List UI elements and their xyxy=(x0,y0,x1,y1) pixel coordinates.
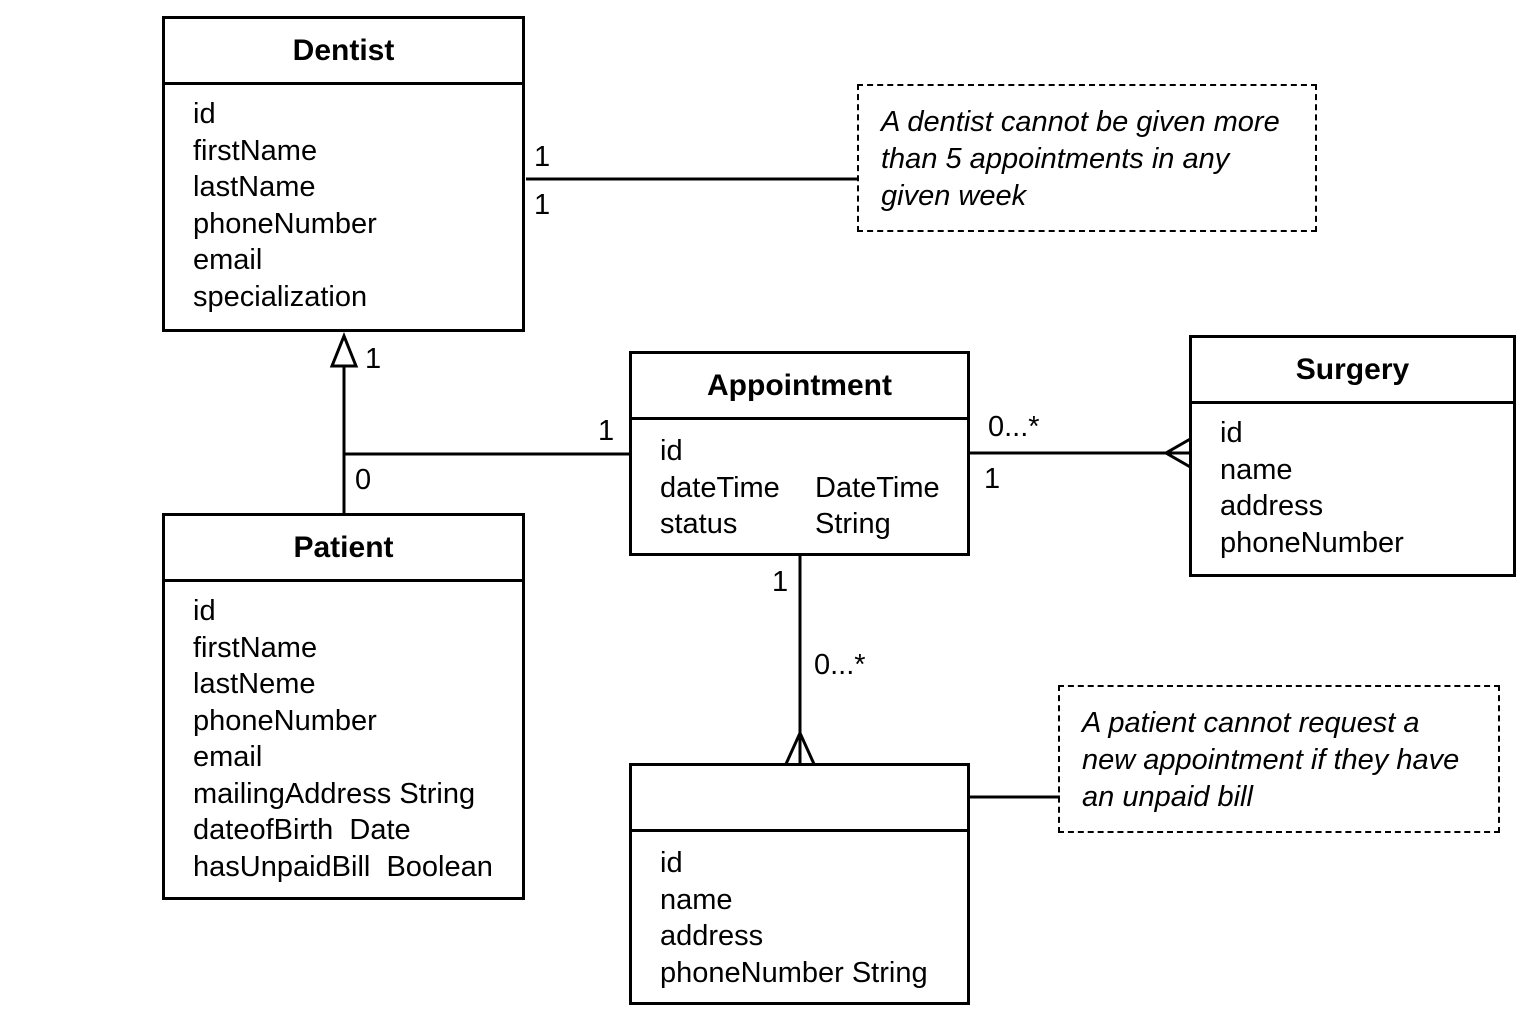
unnamed-class-attributes: id name address phoneNumber String xyxy=(632,832,967,991)
attribute: id xyxy=(1220,417,1243,449)
attribute-type: DateTime xyxy=(815,471,940,504)
patient-class[interactable]: Patient id firstName lastNeme phoneNumbe… xyxy=(162,513,525,900)
patient-attributes: id firstName lastNeme phoneNumber email … xyxy=(165,582,522,885)
attribute: email xyxy=(193,741,263,773)
multiplicity-label: 0...* xyxy=(988,411,1040,443)
multiplicity-label: 1 xyxy=(365,343,382,375)
attribute-name: dateTime xyxy=(660,471,780,504)
unnamed-class[interactable]: id name address phoneNumber String xyxy=(629,763,970,1005)
dentist-class-title: Dentist xyxy=(165,19,522,85)
attribute: dateofBirth Date xyxy=(193,814,411,846)
inheritance-triangle xyxy=(329,331,359,368)
multiplicity-label: 1 xyxy=(772,566,789,598)
attribute-type xyxy=(815,433,967,470)
attribute: lastNeme xyxy=(193,668,316,700)
attribute: id xyxy=(193,98,216,130)
attribute: firstName xyxy=(193,631,318,664)
attribute-name: status xyxy=(660,508,738,540)
multiplicity-label: 1 xyxy=(534,189,551,221)
multiplicity-label: 1 xyxy=(598,415,615,447)
attribute: phoneNumber xyxy=(193,704,377,737)
surgery-class[interactable]: Surgery id name address phoneNumber xyxy=(1189,335,1516,577)
multiplicity-label: 1 xyxy=(984,463,1001,495)
surgery-class-title: Surgery xyxy=(1192,338,1513,404)
appointment-class[interactable]: Appointment id dateTime DateTime status … xyxy=(629,351,970,556)
patient-constraint-note[interactable]: A patient cannot request a new appointme… xyxy=(1058,685,1500,833)
attribute: name xyxy=(1220,453,1293,486)
attribute: hasUnpaidBill Boolean xyxy=(193,850,493,883)
attribute: phoneNumber xyxy=(193,207,377,240)
attribute: name xyxy=(660,883,733,916)
appointment-class-title: Appointment xyxy=(632,354,967,420)
note-line: given week xyxy=(881,180,1027,212)
patient-class-title: Patient xyxy=(165,516,522,582)
unnamed-class-title xyxy=(632,766,967,832)
dentist-class[interactable]: Dentist id firstName lastName phoneNumbe… xyxy=(162,16,525,332)
attribute: email xyxy=(193,244,263,276)
attribute: id xyxy=(193,595,216,627)
note-line: than 5 appointments in any xyxy=(881,143,1230,175)
dentist-attributes: id firstName lastName phoneNumber email … xyxy=(165,85,522,315)
attribute: address xyxy=(1220,490,1324,522)
attribute: address xyxy=(660,920,764,952)
multiplicity-label: 0...* xyxy=(814,649,866,681)
surgery-crowfoot xyxy=(1162,436,1193,470)
dentist-constraint-note[interactable]: A dentist cannot be given more than 5 ap… xyxy=(857,84,1317,232)
note-line: new appointment if they have xyxy=(1082,744,1460,776)
attribute: id xyxy=(660,847,683,879)
note-line: A patient cannot request a xyxy=(1082,707,1420,739)
unnamed-crowfoot xyxy=(784,729,816,765)
note-line: A dentist cannot be given more xyxy=(881,106,1280,138)
attribute: specialization xyxy=(193,280,368,313)
attribute: phoneNumber xyxy=(1220,526,1404,559)
attribute: mailingAddress String xyxy=(193,777,476,810)
attribute-name: id xyxy=(660,435,683,467)
appointment-attributes: id dateTime DateTime status String xyxy=(632,420,967,543)
attribute: lastName xyxy=(193,171,316,203)
multiplicity-label: 1 xyxy=(534,141,551,173)
surgery-attributes: id name address phoneNumber xyxy=(1192,404,1513,561)
attribute: firstName xyxy=(193,134,318,167)
multiplicity-label: 0 xyxy=(355,464,372,496)
attribute: phoneNumber String xyxy=(660,956,928,989)
note-line: an unpaid bill xyxy=(1082,781,1253,813)
attribute-type: String xyxy=(815,508,891,540)
